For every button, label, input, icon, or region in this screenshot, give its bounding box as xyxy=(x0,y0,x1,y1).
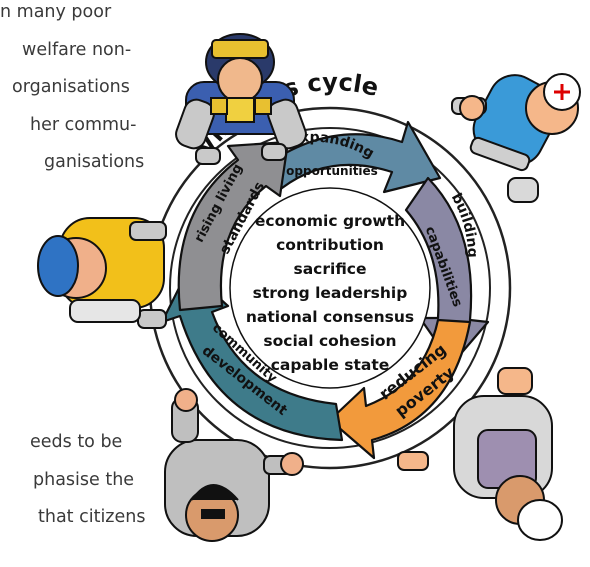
center-item: contribution xyxy=(276,236,384,254)
construction-worker-figure xyxy=(37,217,167,329)
text-line: n many poor xyxy=(0,2,112,22)
text-line: organisations xyxy=(12,77,130,97)
nurse-figure xyxy=(451,73,581,203)
center-item: national consensus xyxy=(246,308,414,326)
arrow-rising-living-standards xyxy=(177,140,290,312)
center-disc xyxy=(229,187,431,389)
arrow-community-development xyxy=(160,268,344,442)
center-item: social cohesion xyxy=(263,332,396,350)
text-line: eeds to be xyxy=(30,432,123,452)
label-opportunities: opportunities xyxy=(286,164,378,178)
inner-ring xyxy=(169,127,491,449)
text-line: phasise the xyxy=(33,469,135,490)
text-line: welfare non- xyxy=(22,39,132,60)
body-text-top: n many poor welfare non- organisations h… xyxy=(0,0,158,182)
text-line: ganisations xyxy=(44,152,145,172)
arrow-reducing-poverty xyxy=(328,318,472,460)
arrow-building-capabilities xyxy=(404,176,490,366)
body-text-bottom: eeds to be phasise the that citizens xyxy=(0,424,156,537)
police-officer-figure xyxy=(175,33,307,165)
text-line: that citizens xyxy=(38,507,146,527)
center-item: sacrifice xyxy=(293,260,366,278)
arrow-expanding-opportunities xyxy=(260,120,442,194)
center-item: capable state xyxy=(271,356,390,374)
text-line: her commu- xyxy=(30,114,137,135)
center-item: strong leadership xyxy=(253,284,408,302)
center-item: economic growth xyxy=(255,212,405,230)
chef-figure xyxy=(397,367,563,541)
businessman-figure xyxy=(164,388,304,542)
